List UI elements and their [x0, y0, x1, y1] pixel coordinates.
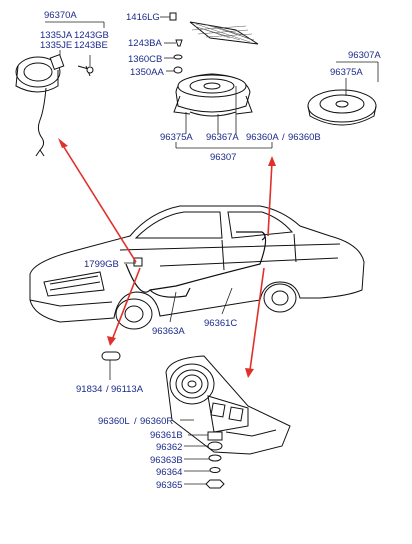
label-1416LG: 1416LG	[126, 12, 160, 23]
leader-lines-grille	[160, 16, 176, 72]
label-96307: 96307	[210, 152, 236, 163]
label-slash-91834: /	[106, 384, 109, 395]
leader-lines-car	[124, 262, 233, 323]
label-96361C: 96361C	[204, 318, 237, 329]
car-drawing	[29, 205, 365, 330]
label-96370A: 96370A	[44, 10, 77, 21]
part-labels: 96370A 1335JA 1243GB 1335JE 1243BE 1416L…	[40, 10, 381, 491]
speaker-grille-drawing	[169, 12, 259, 74]
leader-lines-96307	[175, 86, 273, 149]
label-96361B: 96361B	[150, 430, 183, 441]
leader-lines-96370A	[45, 21, 105, 66]
plug-91834-drawing	[101, 351, 121, 361]
label-1799GB: 1799GB	[84, 259, 119, 270]
label-96367A: 96367A	[206, 132, 239, 143]
label-91834: 91834	[76, 384, 102, 395]
label-96363A: 96363A	[152, 326, 185, 337]
reference-arrows	[58, 138, 276, 378]
label-1360CB: 1360CB	[128, 54, 162, 65]
label-96360L: 96360L	[98, 416, 130, 427]
mount-hardware-drawing	[205, 431, 225, 489]
label-96360A: 96360A	[246, 132, 279, 143]
label-96362: 96362	[156, 442, 182, 453]
front-speaker-drawing	[173, 73, 253, 117]
label-1243BE: 1243BE	[74, 40, 108, 51]
label-96375A: 96375A	[160, 132, 193, 143]
label-1243BA: 1243BA	[128, 38, 162, 49]
speaker-housing-drawing	[165, 355, 291, 455]
label-96113A: 96113A	[111, 384, 144, 395]
label-slash-96360L: /	[134, 416, 137, 427]
label-96364: 96364	[156, 467, 182, 478]
leader-lines-96307A	[336, 61, 379, 96]
leader-lines-housing	[180, 419, 210, 485]
rear-speaker-drawing	[307, 89, 377, 126]
label-slash-96360: /	[282, 132, 285, 143]
label-96360B: 96360B	[288, 132, 321, 143]
label-96307A: 96307A	[348, 50, 381, 61]
label-96365: 96365	[156, 480, 182, 491]
label-96375A-right: 96375A	[330, 67, 363, 78]
rear-small-speaker-drawing	[15, 54, 94, 157]
label-1335JE: 1335JE	[40, 40, 72, 51]
label-1350AA: 1350AA	[130, 67, 164, 78]
label-1335JA: 1335JA	[40, 30, 73, 41]
label-96360R: 96360R	[140, 416, 173, 427]
label-1243GB: 1243GB	[74, 30, 109, 41]
label-96363B: 96363B	[150, 455, 183, 466]
